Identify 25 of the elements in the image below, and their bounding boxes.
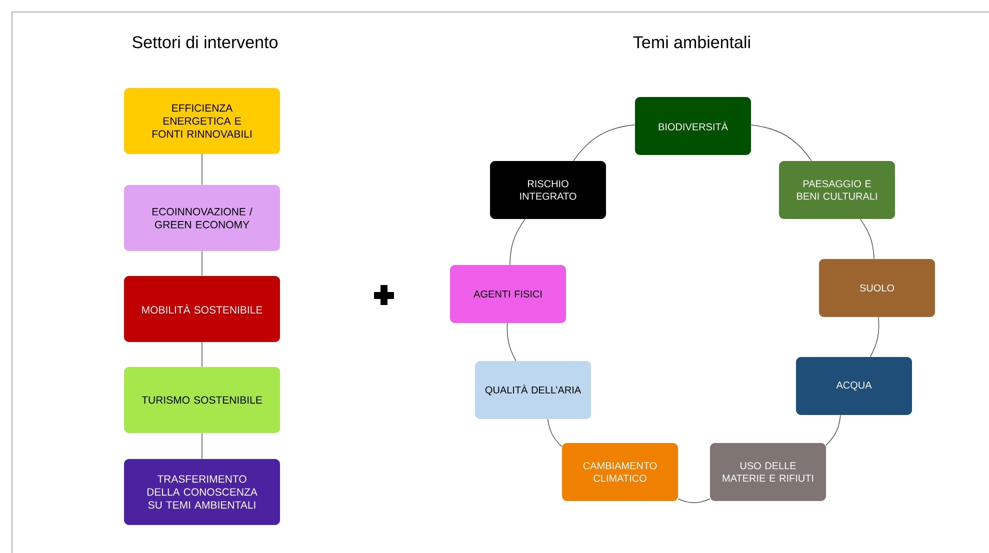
sector-box: MOBILITÀ SOSTENIBILE	[124, 276, 280, 342]
connector-line	[870, 316, 880, 358]
connector-line	[750, 124, 812, 162]
theme-box: SUOLO	[819, 258, 935, 317]
theme-box: AGENTI FISICI	[450, 265, 566, 323]
theme-box: ACQUA	[796, 356, 912, 415]
connector-line	[506, 322, 516, 362]
connector-line	[547, 418, 562, 447]
connector-line	[573, 124, 636, 162]
sector-box: TRASFERIMENTO DELLA CONOSCENZA SU TEMI AMBIENTALI	[124, 458, 280, 525]
theme-box: RISCHIO INTEGRATO	[490, 161, 606, 219]
connector-line	[860, 218, 874, 260]
theme-box: CAMBIAMENTO CLIMATICO	[562, 442, 678, 501]
connector-line	[826, 414, 841, 446]
theme-box: BIODIVERSITÀ	[635, 97, 751, 155]
theme-box: USO DELLE MATERIE E RIFIUTI	[710, 442, 826, 501]
heading: Temi ambientali	[633, 36, 750, 48]
sector-box: TURISMO SOSTENIBILE	[124, 366, 280, 433]
theme-box: PAESAGGIO E BENI CULTURALI	[779, 161, 895, 219]
heading: Settori di intervento	[132, 36, 278, 48]
theme-box: QUALITÀ DELL’ARIA	[475, 360, 591, 419]
sector-box: ECOINNOVAZIONE / GREEN ECONOMY	[124, 185, 280, 251]
connector-line	[678, 498, 710, 504]
sector-box: EFFICIENZA ENERGETICA E FONTI RINNOVABILI	[124, 88, 280, 154]
connector-line	[510, 218, 526, 266]
